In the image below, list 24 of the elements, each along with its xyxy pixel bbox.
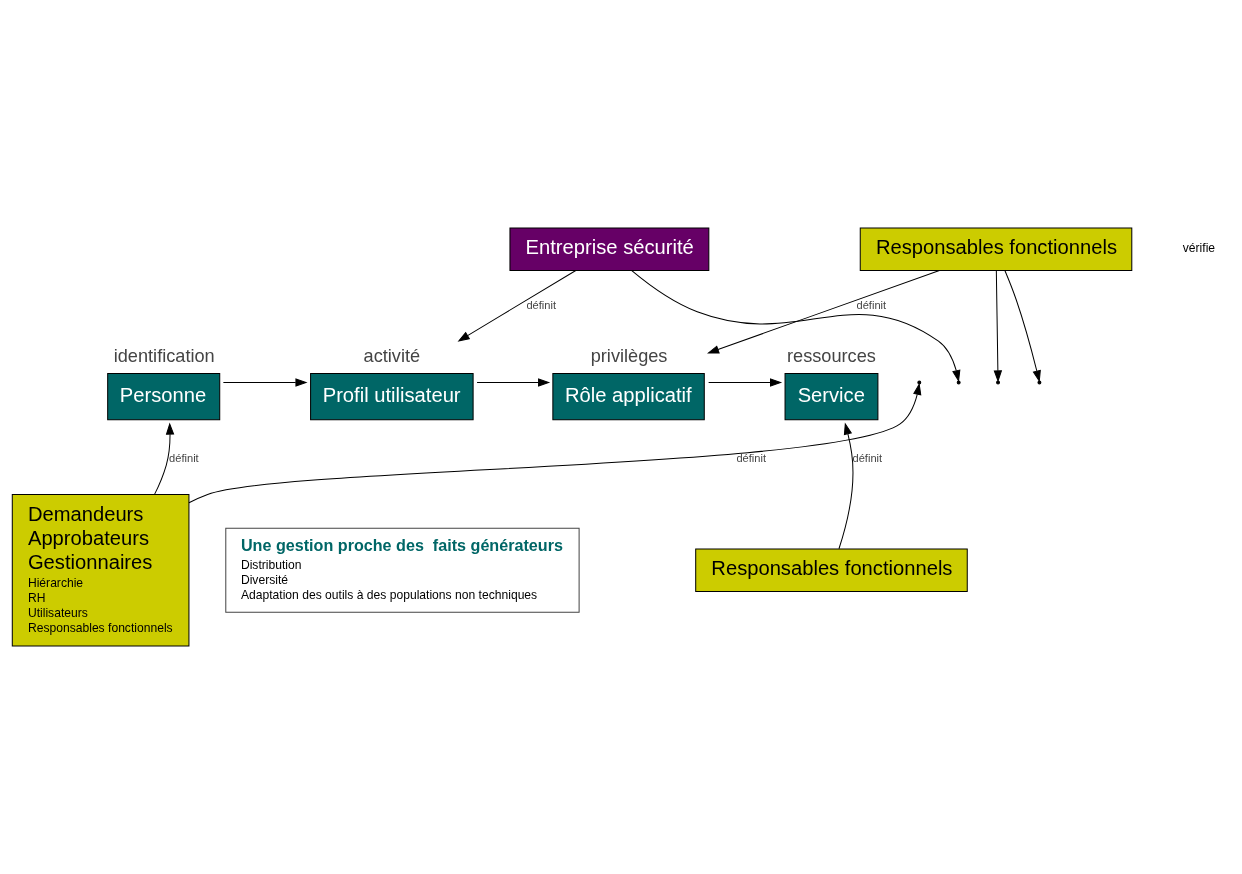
edge-label: définit (736, 452, 767, 465)
edge-label: définit (852, 452, 883, 465)
node-box: Responsables fonctionnels (859, 227, 1133, 271)
arrow (993, 269, 1003, 383)
arrow (476, 378, 551, 387)
node-label: privilèges (590, 345, 668, 366)
arrow (222, 378, 308, 387)
node-box: Demandeurs Approbateurs Gestionnaires Hiérarchie RH Utilisateurs Responsables fonctionnels (11, 494, 190, 647)
node-box: Entreprise sécurité (509, 227, 710, 271)
node-box: Une gestion proche des faits générateurs Distribution Diversité Adaptation des outils à des populations non techniques (225, 527, 580, 613)
node-label: ressources (787, 345, 876, 366)
node-label: activité (363, 345, 421, 366)
arrow (838, 422, 854, 550)
edge-label: définit (169, 452, 199, 465)
node-label: identification (113, 345, 215, 366)
edge-label: définit (856, 298, 887, 311)
arrow (154, 422, 175, 495)
label: vérifie (1182, 241, 1216, 256)
arrow (707, 269, 940, 354)
arrow (708, 378, 783, 387)
node-box: Responsables fonctionnels (695, 548, 968, 592)
edge-label: définit (526, 298, 557, 311)
arrow (1004, 270, 1041, 383)
arrow (457, 269, 577, 342)
